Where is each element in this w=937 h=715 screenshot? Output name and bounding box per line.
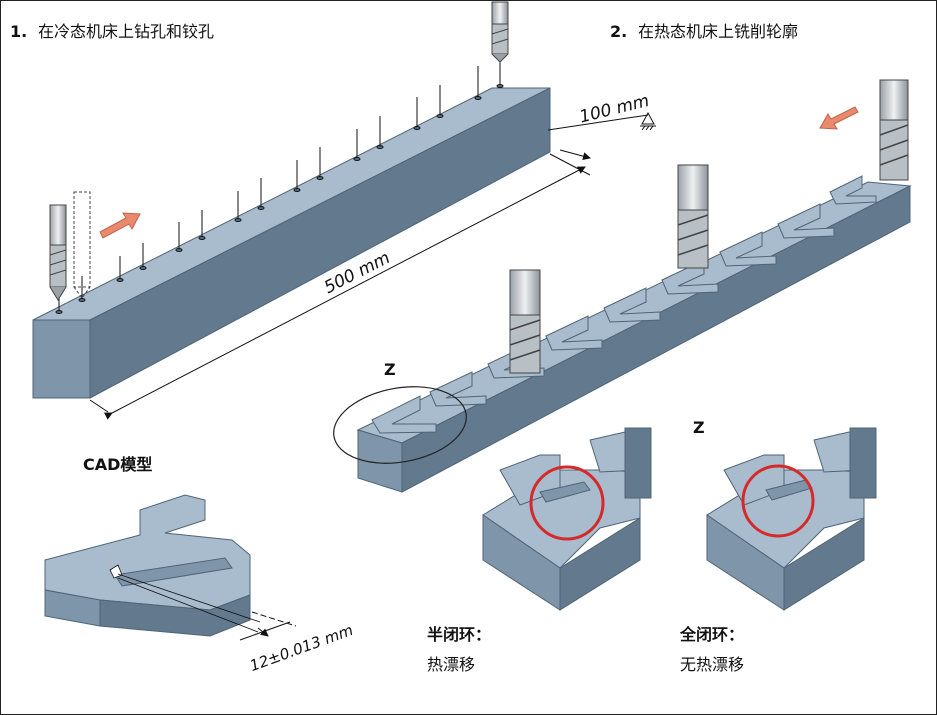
move-arrow-right: [99, 212, 141, 239]
step1-number: 1.: [10, 22, 28, 41]
detail-marker-z-2: Z: [693, 418, 705, 437]
semi-closed-desc: 热漂移: [427, 655, 476, 674]
mill-tool-2: [677, 164, 709, 269]
mill-tool-3: [879, 79, 909, 181]
tolerance-dimension: [239, 611, 297, 641]
detail-semi-closed: [482, 427, 652, 611]
step1-text: 在冷态机床上钻孔和铰孔: [38, 22, 215, 41]
step2-number: 2.: [610, 22, 628, 41]
ground-symbol: [640, 111, 656, 131]
step2-text: 在热态机床上铣削轮廓: [638, 22, 799, 41]
move-arrow-left: [819, 106, 859, 130]
semi-closed-title: 半闭环：: [427, 625, 492, 644]
detail-marker-z: Z: [384, 360, 396, 379]
full-closed-desc: 无热漂移: [680, 655, 745, 674]
highlight-ring-semi: [529, 465, 605, 541]
drill-tool-left: [49, 204, 67, 301]
drill-tool-top: [491, 1, 509, 63]
highlight-ring-full: [741, 464, 815, 538]
cad-model-label: CAD模型: [83, 455, 153, 474]
full-closed-title: 全闭环：: [680, 625, 745, 644]
detail-z-ellipse: [333, 386, 467, 464]
dimension-500mm-line: [89, 153, 591, 420]
detail-full-closed: [706, 427, 877, 611]
drill-tool-ghost: [73, 191, 91, 299]
mill-tool-1: [509, 269, 541, 374]
dimension-100mm-line: [547, 114, 649, 161]
cad-model-part: [44, 494, 261, 637]
